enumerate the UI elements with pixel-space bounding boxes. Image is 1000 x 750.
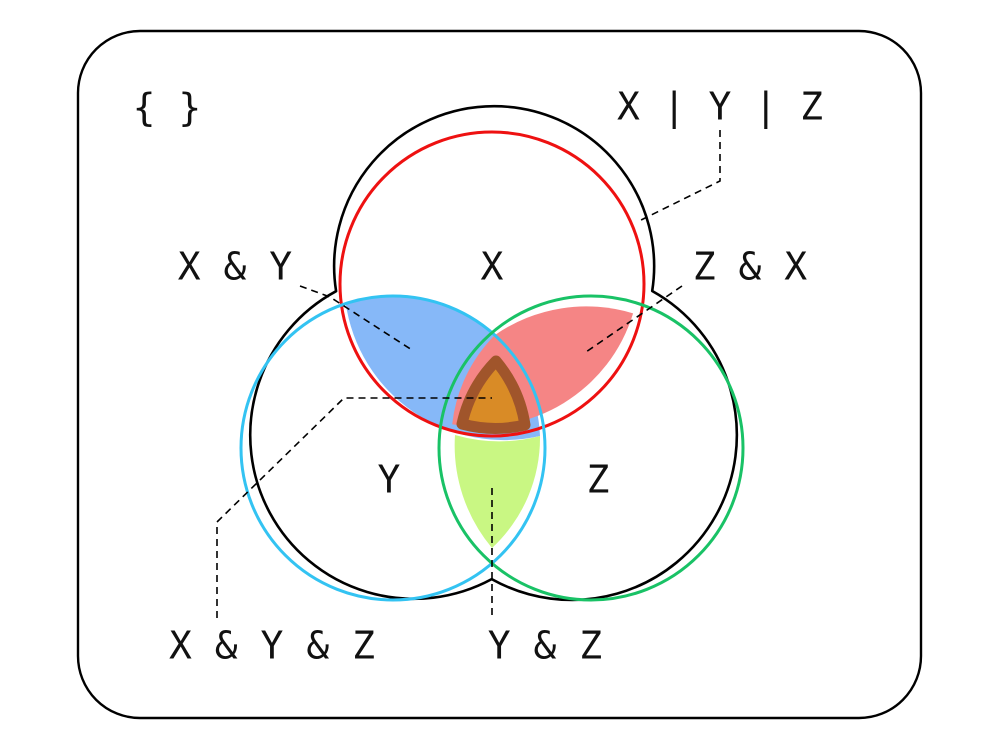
set-y-label: Y [378, 458, 401, 502]
x-and-y-label: X & Y [178, 245, 293, 289]
x-and-y-and-z-leader-line [216, 397, 492, 618]
x-and-y-and-z-label: X & Y & Z [169, 624, 375, 668]
x-and-y-leader-line [299, 285, 413, 351]
z-and-x-label: Z & X [693, 245, 808, 289]
z-and-x-leader-line [585, 285, 683, 353]
y-and-z-region [454, 435, 541, 548]
circle-y [239, 294, 547, 602]
circle-z [437, 294, 745, 602]
union-label: X | Y | Z [617, 85, 823, 130]
empty-set-label: { } [133, 86, 202, 130]
circle-x [338, 130, 646, 438]
union-leader-line [636, 130, 721, 223]
x-and-y-and-z-region [456, 355, 531, 434]
set-z-label: Z [587, 458, 610, 502]
union-outline [248, 104, 739, 602]
y-and-z-label: Y & Z [488, 624, 602, 668]
set-x-label: X [481, 245, 504, 289]
